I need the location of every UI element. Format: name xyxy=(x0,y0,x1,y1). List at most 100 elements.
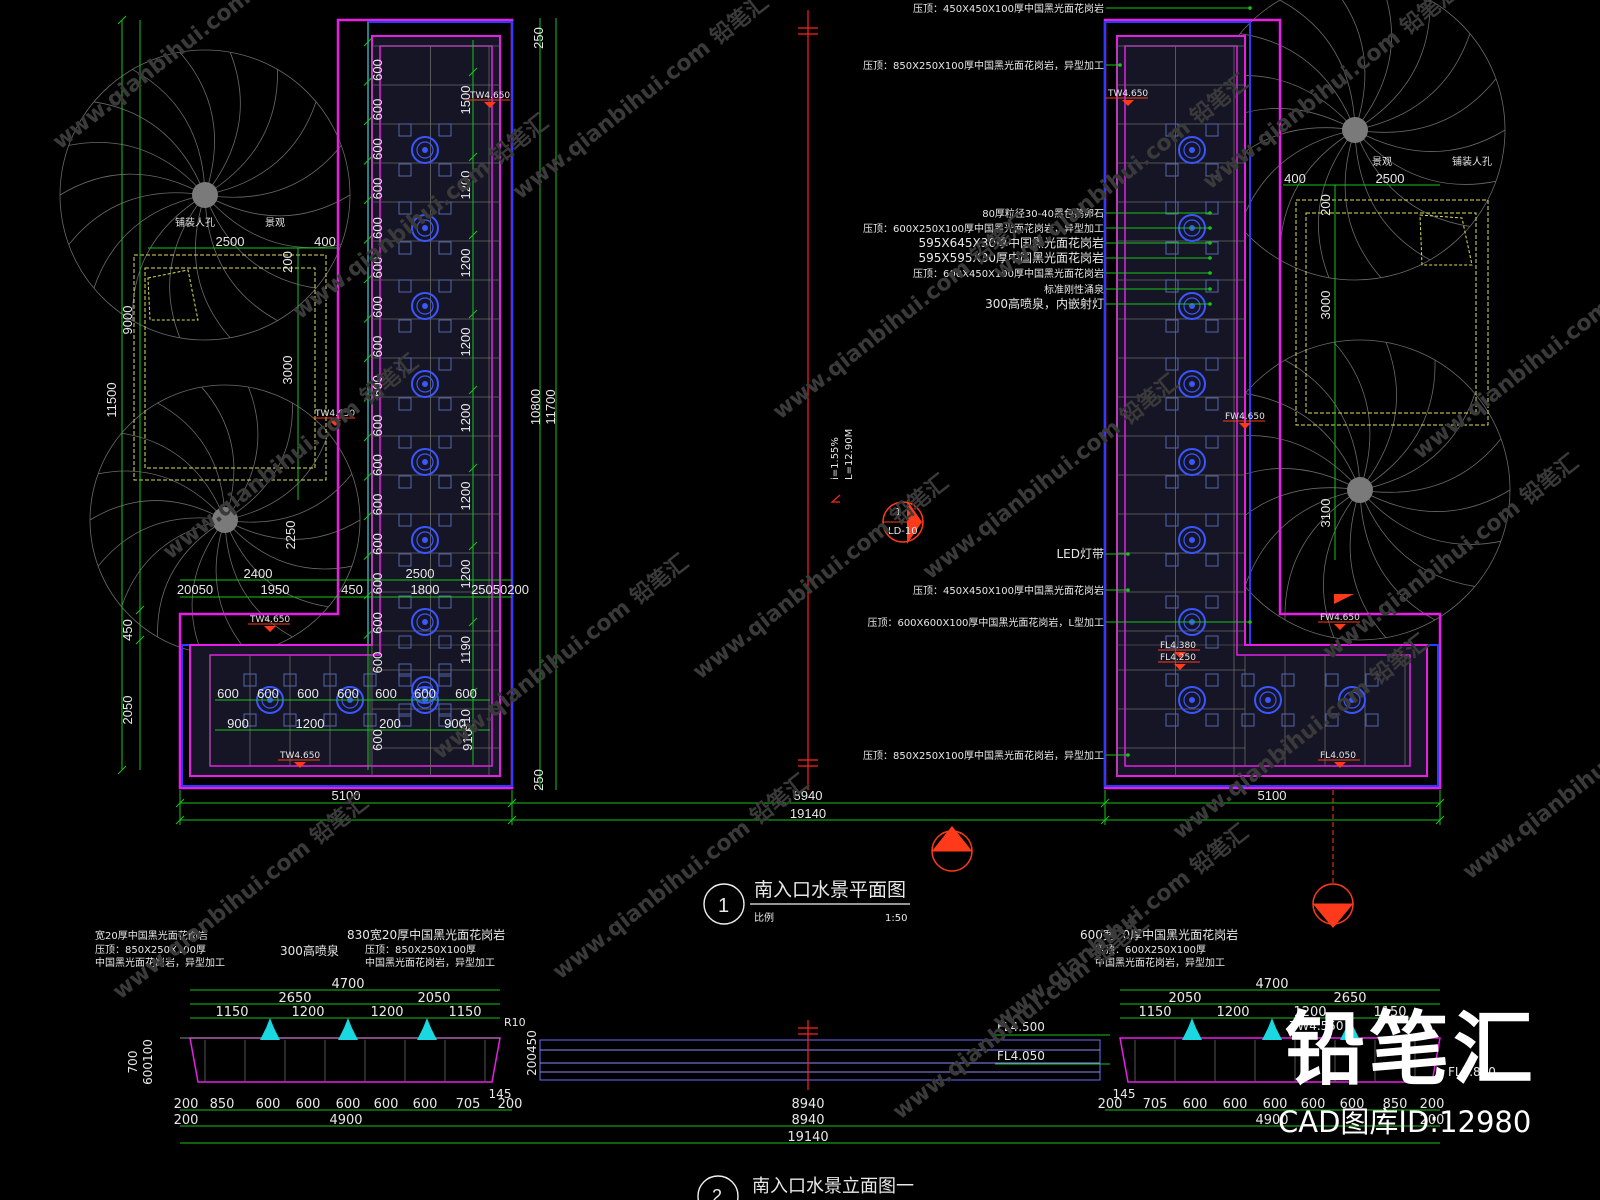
material-note: 压顶：600X250X100厚中国黑光面花岗岩，异型加工 xyxy=(863,222,1104,235)
elevation-tag: TW4.650 xyxy=(1107,89,1148,99)
dimension-label: 2500 xyxy=(216,234,245,249)
label-manhole-r: 铺装人孔 xyxy=(1452,155,1492,168)
section-ref-1: LD-10 xyxy=(888,526,918,537)
material-note: 300高喷泉，内嵌射灯 xyxy=(985,296,1104,311)
elevation-label: 200 xyxy=(174,1113,199,1128)
elevation-label: TW4.550 xyxy=(1289,1019,1344,1033)
dimension-label: 2500 xyxy=(406,566,435,581)
dimension-label: 600 xyxy=(370,612,385,634)
dimension-label: 3000 xyxy=(1318,291,1333,320)
dimension-label: 600 xyxy=(370,257,385,279)
elevation-label: 600 xyxy=(374,1097,399,1112)
slope-text: i=1.55% xyxy=(830,437,841,480)
elevation-text: 宽20厚中国黑光面花岗岩压顶：850X250X100厚中国黑光面花岗岩，异型加工… xyxy=(95,927,1496,1145)
left-planter-outline xyxy=(178,18,514,790)
dimension-label: 1200 xyxy=(458,560,473,589)
dimension-label: 600 xyxy=(370,729,385,751)
fountain-jet-icon xyxy=(1178,526,1206,554)
elevation-label: 8940 xyxy=(791,1097,824,1112)
dimension-label: 600 xyxy=(414,686,436,701)
dimension-label: 8940 xyxy=(794,788,823,803)
section-marker-2 xyxy=(931,826,973,872)
elevation-label: 200 xyxy=(1420,1113,1445,1128)
elevation-label: 中国黑光面花岗岩，异型加工 xyxy=(95,956,225,969)
elevation-tag: TW4.650 xyxy=(314,409,355,419)
elevation-label: 压顶：850X250X100厚 xyxy=(365,944,476,956)
fountain-jet-icon xyxy=(411,214,439,242)
dimension-label: 1200 xyxy=(458,328,473,357)
dimension-label: 600 xyxy=(370,296,385,318)
elevation-label: 2650 xyxy=(278,991,311,1006)
fountain-nozzle-icon xyxy=(1340,1028,1360,1040)
dimension-label: 600 xyxy=(370,415,385,437)
label-manhole: 铺装人孔 xyxy=(175,216,215,229)
dimension-label: 1200 xyxy=(458,404,473,433)
elevation-label: 1150 xyxy=(1138,1005,1171,1020)
fountain-jet-icon xyxy=(1254,686,1282,714)
dimension-label: 1190 xyxy=(458,636,473,664)
dimension-label: 450 xyxy=(341,582,363,597)
fountain-jet-icon xyxy=(1178,448,1206,476)
elevation-label: 705 xyxy=(456,1097,481,1112)
material-note: 压顶：600X450X100厚中国黑光面花岗岩 xyxy=(913,267,1104,280)
elevation-label: 4700 xyxy=(1255,977,1288,992)
fountain-jet-icon xyxy=(411,448,439,476)
elevation-label: 600 xyxy=(1263,1097,1288,1112)
dimension-label: 600 xyxy=(455,686,477,701)
dimension-label: 2400 xyxy=(244,566,273,581)
dimension-label: 1800 xyxy=(411,582,440,597)
plan-title-block: 1 南入口水景平面图 比例 1:50 xyxy=(703,879,910,925)
elevation-label: 145 xyxy=(1113,1087,1136,1101)
dimension-label: 19140 xyxy=(790,806,826,821)
elevation-label: 2050 xyxy=(417,991,450,1006)
elevation-label: 4900 xyxy=(329,1113,362,1128)
right-planter-outline xyxy=(1103,18,1442,790)
brand-id: CAD图库ID:12980 xyxy=(1278,1105,1532,1139)
elevation-label: 1150 xyxy=(1373,1005,1406,1020)
elevation-label: 1200 xyxy=(370,1005,403,1020)
fountain-jet-icon xyxy=(411,370,439,398)
fountain-nozzle-icon xyxy=(1262,1028,1282,1040)
tree-trunk xyxy=(1342,117,1368,143)
fountain-jet-icon xyxy=(411,526,439,554)
material-note: LED灯带 xyxy=(1056,547,1104,561)
dimension-label: 600 xyxy=(370,494,385,516)
dimension-label: 11500 xyxy=(104,382,119,417)
elevation-label: 1200 xyxy=(1216,1005,1249,1020)
elevation-side-dim: 700 xyxy=(126,1051,140,1074)
dimension-label: 10800 xyxy=(528,389,543,425)
fountain-nozzle-icon xyxy=(338,1028,358,1040)
elevation-tag: TW4.650 xyxy=(249,615,290,625)
fountain-nozzle-icon xyxy=(260,1028,280,1040)
dimension-label: 2500 xyxy=(1376,171,1405,186)
svg-text:1: 1 xyxy=(895,507,901,518)
elevation-label: 600 xyxy=(1301,1097,1326,1112)
elevation-label: 1150 xyxy=(215,1005,248,1020)
dimension-label: 910 xyxy=(460,729,475,751)
dimension-label: 600 xyxy=(370,178,385,200)
elevation-label: 中国黑光面花岗岩，异型加工 xyxy=(1095,956,1225,969)
brand-logo: 铅笔汇 xyxy=(1285,1003,1537,1096)
material-note: 压顶：850X250X100厚中国黑光面花岗岩，异型加工 xyxy=(863,59,1104,72)
fountain-jet-icon xyxy=(1178,136,1206,164)
elevation-label: 2050 xyxy=(1168,991,1201,1006)
material-note: 压顶：450X450X100厚中国黑光面花岗岩 xyxy=(913,2,1104,15)
dimension-label: 1500 xyxy=(458,86,473,115)
elevation-label: 200 xyxy=(1098,1097,1123,1112)
plan-scale: 1:50 xyxy=(885,913,907,924)
elevation-label: 2650 xyxy=(1333,991,1366,1006)
dimension-label: 910 xyxy=(458,709,473,731)
material-note: 压顶：600X600X100厚中国黑光面花岗岩，L型加工 xyxy=(867,616,1104,629)
elevation-tag: FW4.650 xyxy=(1320,613,1360,623)
fountain-jet-icon xyxy=(411,292,439,320)
dimension-label: 900 xyxy=(444,716,466,731)
elevation-label: 200 xyxy=(1420,1097,1445,1112)
left-pool-base xyxy=(189,644,501,777)
elevation-label: 600 xyxy=(256,1097,281,1112)
tree-trunk xyxy=(1347,477,1373,503)
fountain-jet-icon xyxy=(1178,686,1206,714)
dimension-label: 1200 xyxy=(458,171,473,200)
elevation-label: 1200 xyxy=(1293,1005,1326,1020)
dimension-label: 600 xyxy=(370,533,385,555)
